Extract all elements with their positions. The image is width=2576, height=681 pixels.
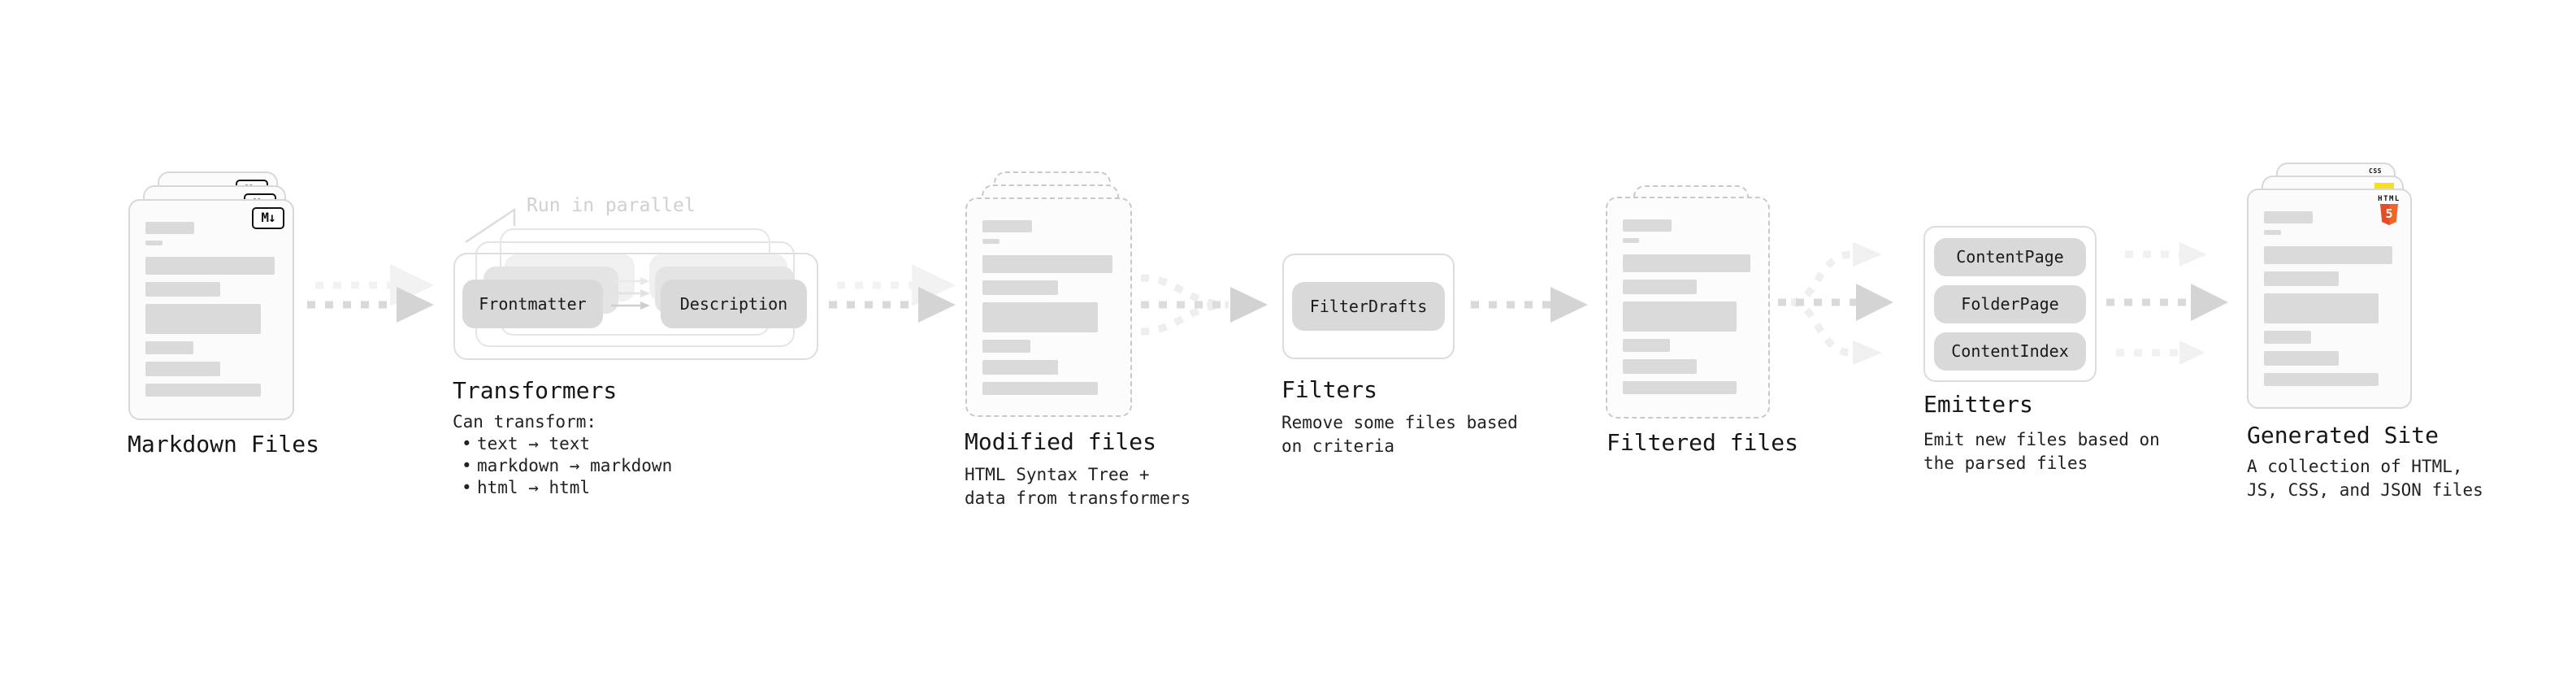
node-title-generated-site: Generated Site — [2247, 422, 2439, 449]
text-line-placeholder — [1623, 280, 1698, 294]
filters-description: Remove some files based on criteria — [1281, 413, 1518, 457]
text-line-placeholder — [2264, 230, 2281, 235]
text-line-placeholder — [982, 302, 1099, 332]
site-file-card-html: HTML 5 — [2247, 189, 2412, 409]
text-line-placeholder — [2264, 211, 2314, 223]
generated-site-description: A collection of HTML, JS, CSS, and JSON … — [2247, 457, 2483, 501]
text-line-placeholder — [982, 360, 1058, 375]
text-line-placeholder — [982, 340, 1031, 353]
text-line-placeholder — [1623, 301, 1737, 332]
transformer-pill-frontmatter: Frontmatter — [462, 280, 603, 328]
html5-icon-word: HTML — [2378, 195, 2400, 203]
text-line-placeholder — [982, 280, 1058, 295]
arrow-transformers-to-modified — [829, 264, 956, 323]
node-title-filtered-files: Filtered files — [1607, 429, 1799, 456]
text-line-placeholder — [2264, 351, 2339, 366]
markdown-icon: M↓ — [252, 207, 284, 229]
text-line-placeholder — [2264, 293, 2379, 323]
arrow-modified-to-filters — [1140, 274, 1268, 336]
text-line-placeholder — [145, 241, 163, 245]
markdown-file-card-front: M↓ — [128, 199, 294, 420]
transformers-description: Can transform: text → text markdown → ma… — [453, 411, 672, 499]
text-line-placeholder — [2264, 271, 2339, 286]
text-line-placeholder — [1623, 219, 1672, 232]
text-line-placeholder — [1623, 238, 1640, 243]
arrow-emitters-to-site — [2106, 242, 2228, 365]
modified-files-description: HTML Syntax Tree + data from transformer… — [965, 465, 1191, 509]
text-line-placeholder — [145, 222, 195, 234]
transformers-desc-heading: Can transform: — [453, 412, 597, 432]
text-line-placeholder — [2264, 373, 2379, 386]
run-in-parallel-note: Run in parallel — [527, 195, 696, 216]
html5-icon-shield: 5 — [2380, 204, 2398, 225]
node-title-emitters: Emitters — [1923, 391, 2033, 418]
filtered-file-card-front — [1606, 197, 1770, 419]
node-title-filters: Filters — [1281, 376, 1378, 403]
document-content-placeholder — [2264, 211, 2392, 391]
emitter-pill-contentindex: ContentIndex — [1934, 332, 2086, 371]
text-line-placeholder — [1623, 339, 1671, 352]
text-line-placeholder — [1623, 381, 1737, 394]
text-line-placeholder — [145, 362, 221, 376]
filters-panel: FilterDrafts — [1282, 254, 1455, 359]
arrow-filtered-to-emitters — [1778, 242, 1893, 365]
text-line-placeholder — [2264, 246, 2392, 264]
text-line-placeholder — [145, 341, 193, 354]
run-in-parallel-connector — [465, 207, 516, 244]
transformer-frame-front — [453, 253, 818, 360]
parallel-mini-arrows — [611, 277, 650, 310]
emitters-panel: ContentPage FolderPage ContentIndex — [1923, 226, 2097, 382]
transform-bullet: markdown → markdown — [453, 455, 672, 477]
html5-icon: HTML 5 — [2377, 195, 2401, 225]
text-line-placeholder — [145, 257, 275, 275]
filter-pill-filterdrafts: FilterDrafts — [1292, 282, 1445, 331]
emitter-pill-folderpage: FolderPage — [1934, 284, 2086, 323]
text-line-placeholder — [1623, 254, 1750, 272]
transformer-pill-description: Description — [661, 280, 807, 328]
transform-bullet: text → text — [453, 433, 672, 455]
text-line-placeholder — [1623, 359, 1698, 374]
document-content-placeholder — [982, 220, 1112, 399]
transform-bullet: html → html — [453, 477, 672, 499]
text-line-placeholder — [982, 382, 1099, 395]
arrow-markdown-to-transformers — [307, 264, 434, 323]
node-title-modified-files: Modified files — [965, 428, 1157, 455]
text-line-placeholder — [2264, 331, 2312, 344]
document-content-placeholder — [1623, 219, 1750, 401]
text-line-placeholder — [145, 282, 221, 297]
modified-file-card-front — [965, 197, 1132, 417]
text-line-placeholder — [982, 255, 1112, 273]
text-line-placeholder — [145, 304, 261, 334]
emitters-description: Emit new files based on the parsed files — [1923, 430, 2160, 474]
arrow-filters-to-filtered — [1471, 287, 1588, 323]
text-line-placeholder — [982, 239, 1000, 244]
text-line-placeholder — [982, 220, 1032, 232]
css-icon-label: CSS — [2369, 167, 2382, 175]
node-title-transformers: Transformers — [453, 377, 618, 404]
emitter-pill-contentpage: ContentPage — [1934, 237, 2086, 276]
document-content-placeholder — [145, 222, 275, 402]
text-line-placeholder — [145, 384, 261, 397]
node-title-markdown-files: Markdown Files — [128, 431, 320, 458]
